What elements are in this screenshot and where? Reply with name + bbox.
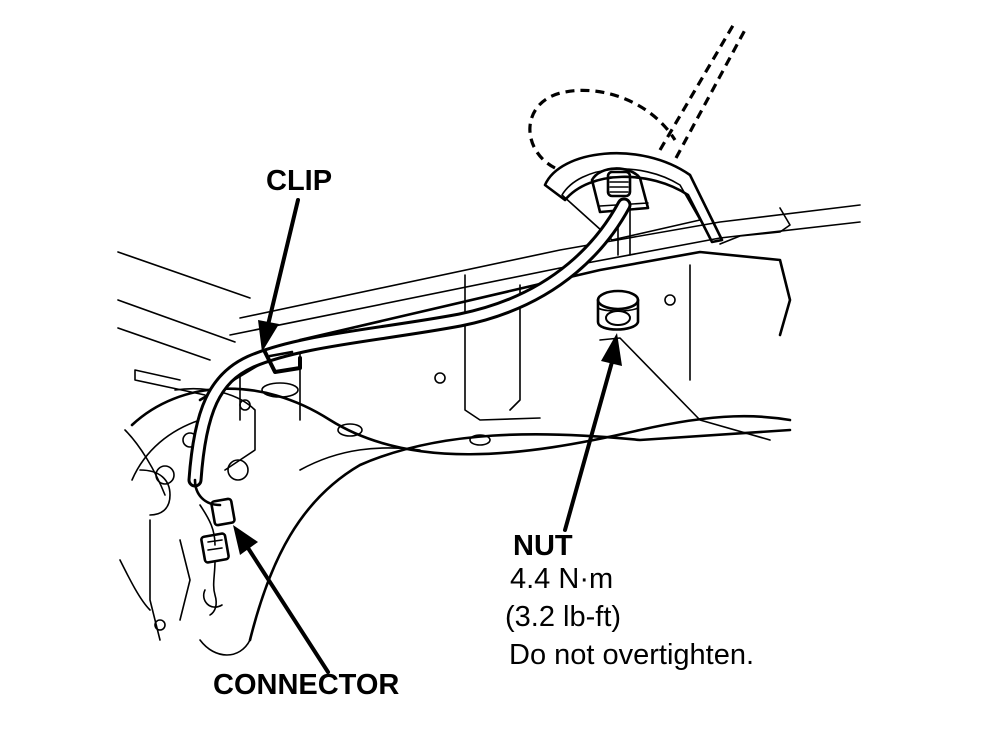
nut-icon xyxy=(596,289,640,331)
nut-leader-arrow xyxy=(563,333,622,532)
connector-icon xyxy=(200,497,236,616)
clip-icon xyxy=(263,350,302,374)
torque-metric-label: 4.4 N·m xyxy=(510,563,613,595)
vehicle-body-panel xyxy=(117,204,861,656)
caution-label: Do not overtighten. xyxy=(509,639,754,671)
antenna-cable xyxy=(187,197,632,546)
connector-leader-arrow xyxy=(233,525,330,674)
clip-leader-arrow xyxy=(258,198,300,352)
antenna-mast xyxy=(528,21,748,170)
connector-label: CONNECTOR xyxy=(213,669,399,701)
clip-label: CLIP xyxy=(266,165,332,197)
antenna-base xyxy=(543,151,724,256)
nut-label: NUT xyxy=(513,530,573,562)
torque-imperial-label: (3.2 lb-ft) xyxy=(505,601,621,633)
